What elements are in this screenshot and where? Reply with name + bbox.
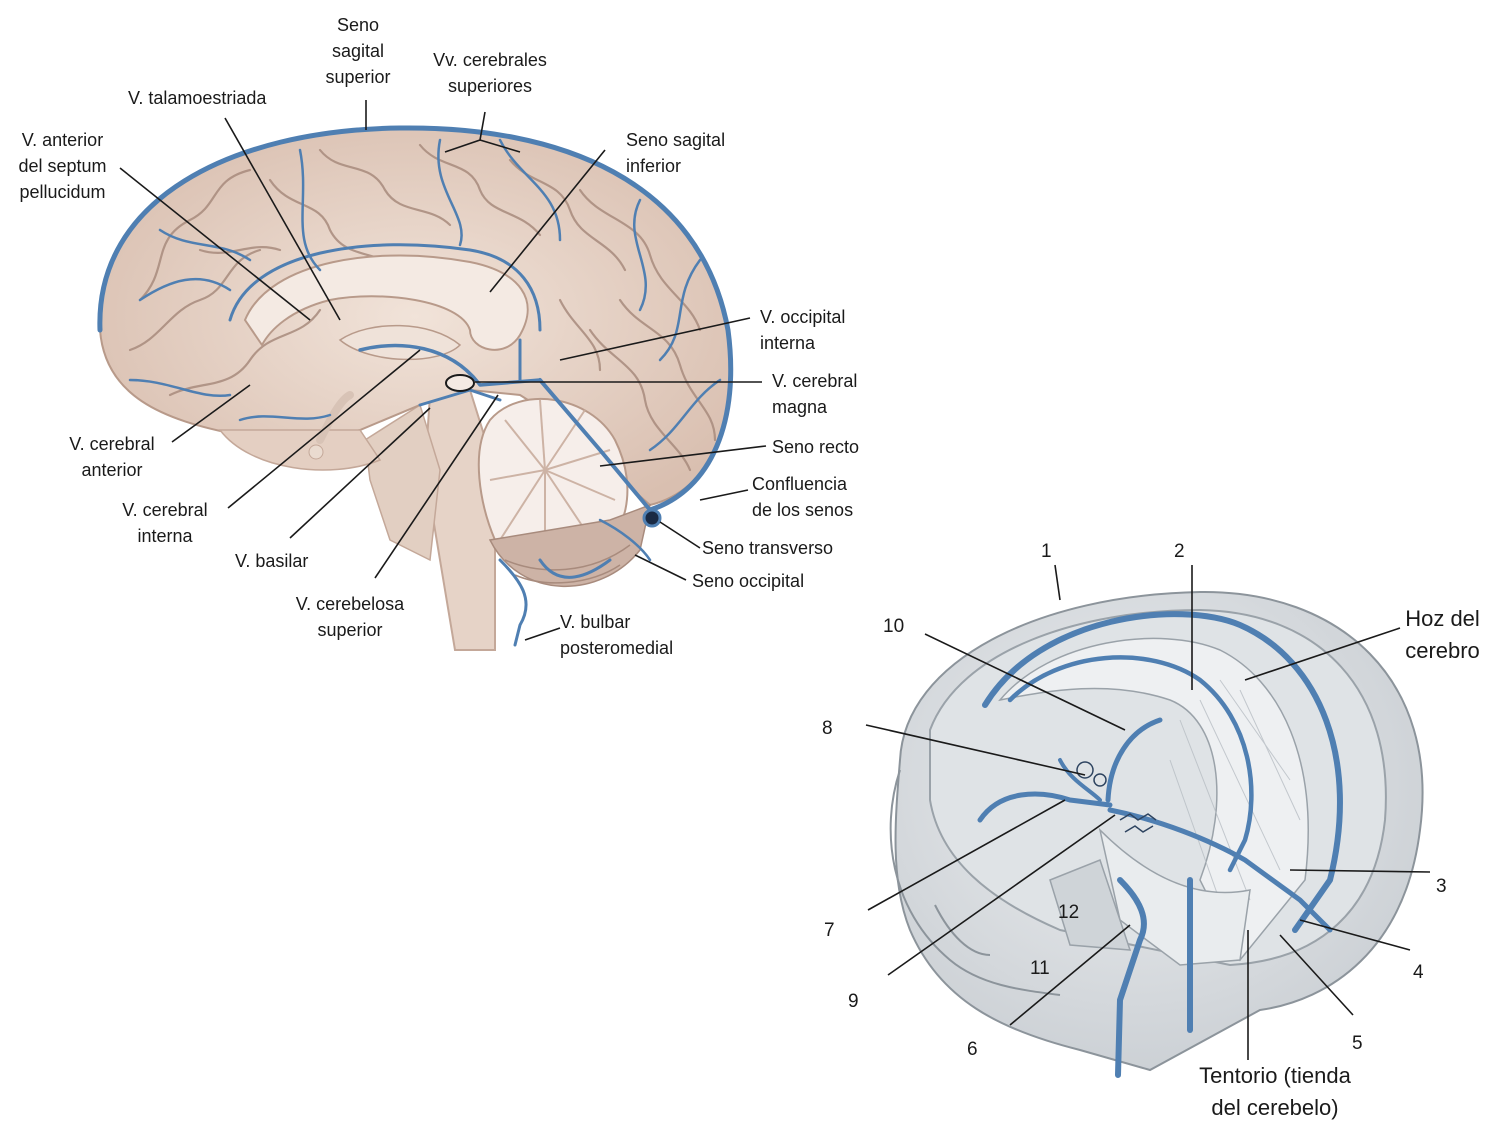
number-8: 8 — [822, 718, 833, 739]
label-seno-recto: Seno recto — [772, 437, 860, 457]
label-vv-cerebrales-superiores: Vv. cerebrales superiores — [433, 50, 547, 96]
label-v-basilar: V. basilar — [235, 551, 309, 571]
skull-dura-illustration — [865, 564, 1431, 1078]
venous-system — [97, 125, 734, 647]
label-v-bulbar-posteromedial: V. bulbar posteromedial — [560, 612, 674, 658]
leader-lines-right — [865, 564, 1431, 1060]
label-v-cerebral-magna: V. cerebral magna — [772, 371, 858, 417]
label-v-cerebelosa-superior: V. cerebelosa superior — [295, 594, 405, 640]
label-seno-sagital-inferior: Seno sagital inferior — [626, 130, 726, 176]
leader-lines-left — [119, 100, 767, 641]
number-1: 1 — [1041, 541, 1052, 562]
confluence-marker — [642, 508, 662, 528]
corpus-callosum — [243, 254, 529, 351]
number-6: 6 — [967, 1039, 978, 1060]
seno-sagital-superior-vessel — [97, 125, 734, 513]
number-10: 10 — [883, 616, 905, 637]
label-v-cerebral-anterior: V. cerebral anterior — [69, 434, 155, 480]
label-seno-sagital-superior: Seno sagital superior — [325, 15, 391, 87]
label-tentorio: Tentorio (tienda del cerebelo) — [1199, 1063, 1351, 1120]
label-v-occipital-interna: V. occipital interna — [760, 307, 846, 353]
label-v-anterior-septum: V. anterior del septum pellucidum — [18, 130, 107, 202]
number-12: 12 — [1058, 902, 1080, 923]
label-v-talamoestriada: V. talamoestriada — [128, 88, 267, 108]
number-9: 9 — [848, 991, 859, 1012]
label-seno-transverso: Seno transverso — [702, 538, 834, 558]
label-hoz-del-cerebro: Hoz del cerebro — [1405, 606, 1480, 663]
number-2: 2 — [1174, 541, 1185, 562]
label-confluencia-de-los-senos: Confluencia de los senos — [752, 474, 854, 520]
venous-plexus — [1076, 761, 1157, 833]
number-5: 5 — [1352, 1033, 1363, 1054]
number-7: 7 — [824, 920, 835, 941]
number-4: 4 — [1413, 962, 1424, 983]
dural-sinuses — [977, 611, 1343, 1078]
label-v-cerebral-interna: V. cerebral interna — [122, 500, 208, 546]
number-11: 11 — [1030, 958, 1050, 979]
number-3: 3 — [1436, 876, 1447, 897]
tentorium — [1098, 827, 1251, 966]
label-seno-occipital: Seno occipital — [692, 571, 805, 591]
